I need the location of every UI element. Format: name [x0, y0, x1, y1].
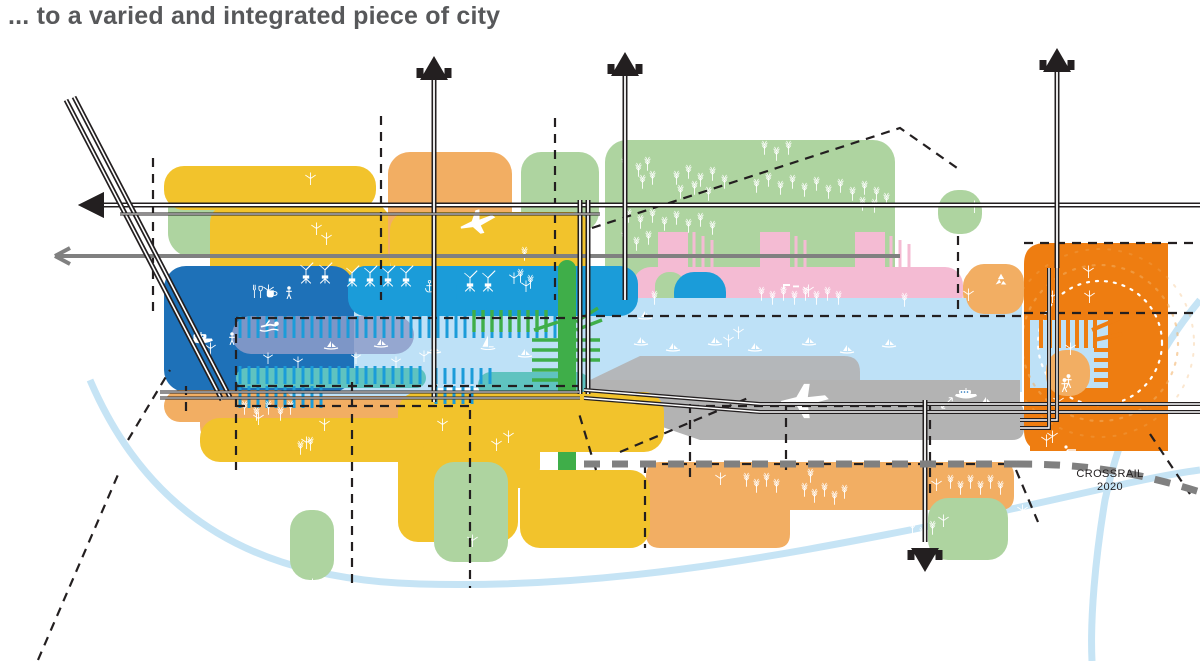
- crossrail-label-line2: 2020: [1096, 481, 1124, 493]
- rail-line-north-west-diagonal: [63, 95, 233, 402]
- crossrail-label-line1: CROSSRAIL: [1076, 468, 1144, 480]
- rail-spur-north-c: [1039, 48, 1075, 268]
- rail-spur-north-a: [416, 56, 452, 402]
- road-corridor-west: [54, 246, 900, 266]
- orange-dotted-ring: [1024, 248, 1195, 438]
- rail-spur-south: [907, 400, 943, 572]
- crossrail-label: CROSSRAIL 2020: [1050, 468, 1170, 494]
- rail-line-south-yellow: [160, 390, 580, 400]
- rail-spur-north-b: [607, 52, 643, 300]
- crossrail-2020-route: [584, 460, 1200, 496]
- rail-line-east-west-main: [88, 202, 1200, 208]
- rail-network: [63, 48, 1200, 572]
- arrow-left-icon-rail: [78, 192, 104, 218]
- rail-station-spine: [577, 200, 591, 394]
- zone-yellow-airport-link: [390, 212, 590, 280]
- rail-airport-link: [583, 388, 1200, 414]
- page-title: ... to a varied and integrated piece of …: [8, 2, 501, 30]
- rail-east-connector: [1020, 268, 1059, 430]
